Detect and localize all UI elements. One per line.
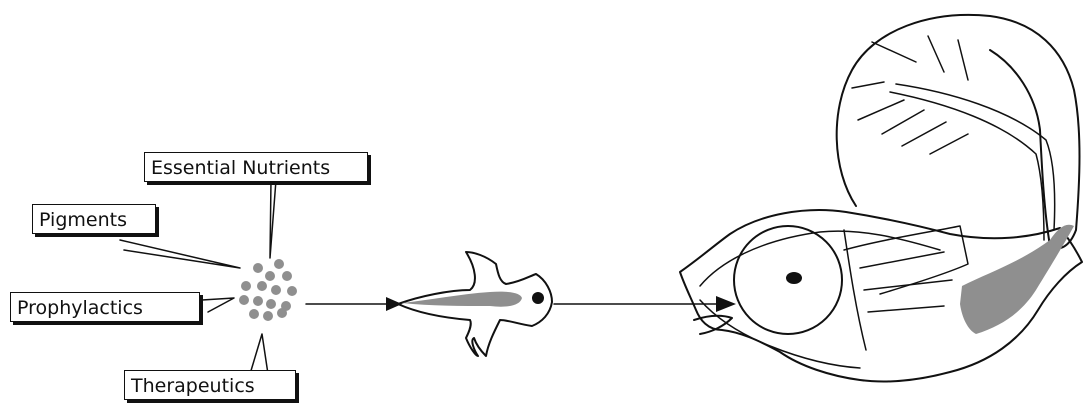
larva-fin-fold: [835, 14, 1081, 250]
essential-nutrients-text: Essential Nutrients: [151, 157, 331, 179]
larva-pupil: [786, 272, 802, 284]
particle: [287, 286, 297, 296]
larva-head-contour: [699, 230, 941, 287]
arrow-particles-to-carrier: [305, 297, 402, 311]
larva-notochord-lower: [889, 91, 1045, 241]
prophylactics-pointer: [201, 297, 235, 313]
carrier-gut-fill: [402, 291, 522, 307]
pigments-text: Pigments: [39, 209, 127, 231]
larva-pectoral-rays: [859, 251, 953, 313]
particle: [271, 285, 281, 295]
larva-notochord-upper: [895, 83, 1056, 231]
carrier-eye: [532, 292, 544, 304]
particle: [249, 309, 259, 319]
particle: [253, 296, 263, 306]
particle: [263, 311, 273, 321]
essential-nutrients-label: Essential Nutrients: [144, 152, 368, 182]
particle: [265, 271, 275, 281]
particle: [241, 281, 251, 291]
prophylactics-label: Prophylactics: [10, 292, 200, 322]
therapeutics-pointer: [249, 333, 269, 375]
therapeutics-text: Therapeutics: [131, 375, 255, 397]
particle: [257, 281, 267, 291]
larva-gut-fill: [960, 224, 1074, 334]
particle-cluster: [239, 259, 297, 321]
larva-mouth: [693, 314, 733, 335]
larva-eye: [733, 225, 843, 335]
particle: [239, 295, 249, 305]
arrow-carrier-to-larva: [553, 296, 736, 312]
particle: [277, 308, 287, 318]
particle: [253, 263, 263, 273]
larva-gill-cover: [843, 225, 969, 295]
essential-nutrients-pointer: [269, 179, 277, 259]
fish-larva: [679, 14, 1083, 383]
pigments-pointer: [119, 239, 241, 269]
prophylactics-text: Prophylactics: [17, 297, 143, 319]
larva-operculum-line: [843, 229, 867, 351]
particle: [282, 271, 292, 281]
particle: [274, 259, 284, 269]
carrier-body-outline: [397, 251, 553, 357]
pigments-label: Pigments: [32, 204, 156, 234]
particle: [266, 299, 276, 309]
therapeutics-label: Therapeutics: [124, 370, 296, 400]
larva-body-outline: [679, 209, 1083, 383]
larva-fin-rays: [851, 35, 969, 155]
carrier-organism: [397, 251, 553, 357]
